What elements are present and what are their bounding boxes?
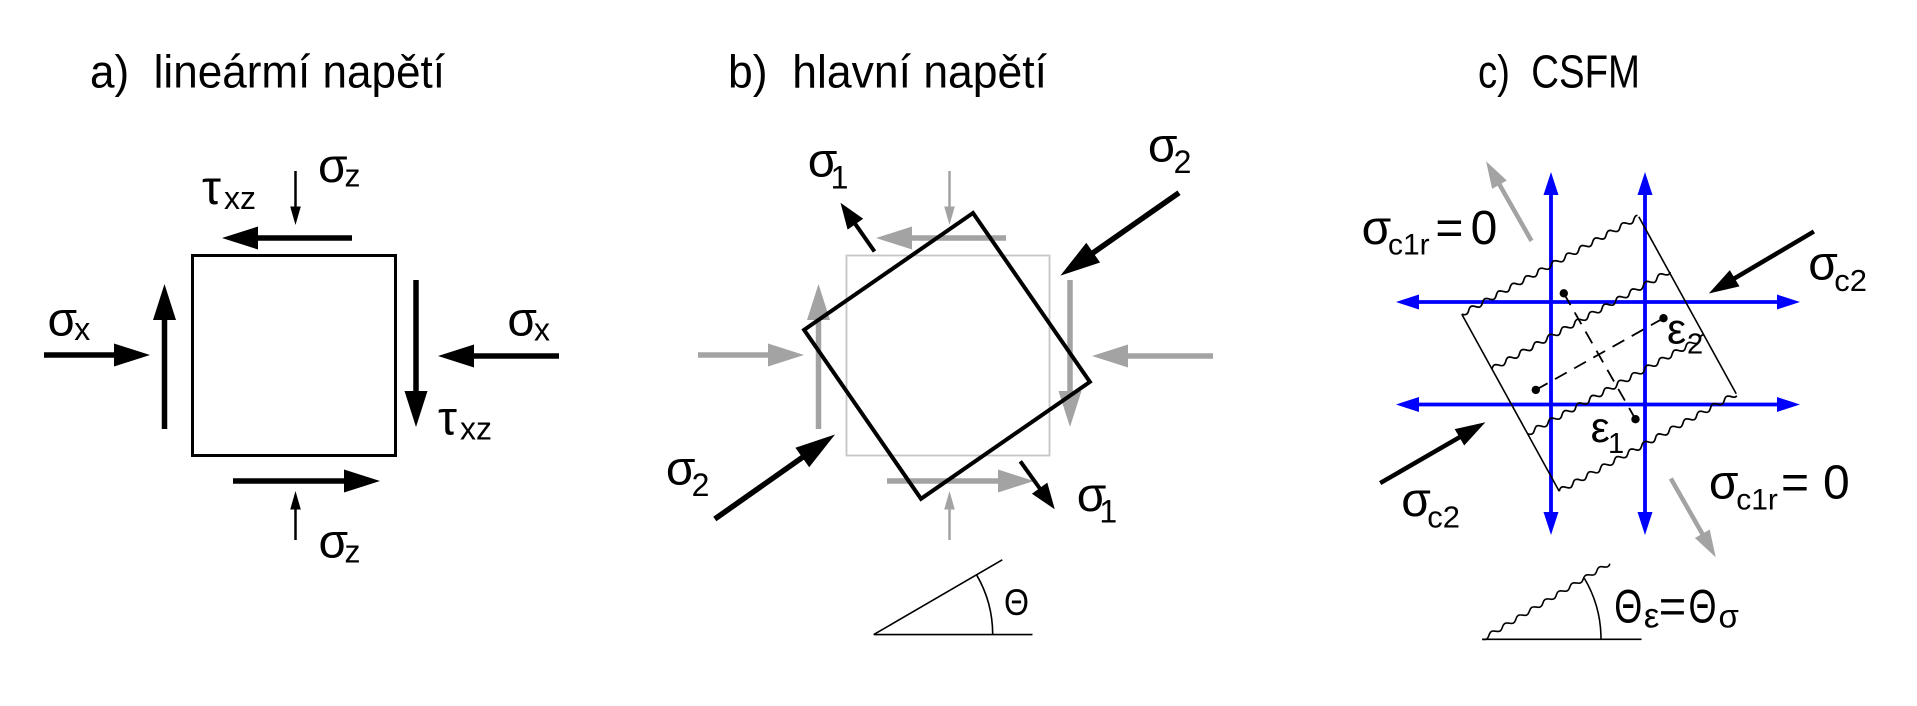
svg-text:z: z [345, 158, 361, 194]
svg-text:0: 0 [1471, 202, 1498, 255]
svg-text:σ: σ [319, 516, 349, 569]
svg-text:σ: σ [1719, 597, 1739, 634]
svg-text:xz: xz [224, 180, 256, 216]
svg-text:z: z [345, 534, 361, 570]
svg-text:a) lineármí napětí: a) lineármí napětí [90, 46, 445, 98]
svg-text:ε: ε [1667, 305, 1686, 353]
svg-text:σ: σ [666, 442, 696, 495]
svg-text:c1r: c1r [1388, 229, 1430, 262]
svg-text:=: = [1435, 202, 1463, 255]
svg-text:b) hlavní napětí: b) hlavní napětí [728, 46, 1047, 98]
svg-text:2: 2 [1174, 144, 1192, 180]
svg-text:xz: xz [460, 410, 492, 446]
svg-text:σ: σ [808, 135, 838, 188]
svg-text:σ: σ [1148, 120, 1178, 173]
svg-text:1: 1 [1099, 494, 1117, 530]
svg-text:x: x [534, 312, 550, 348]
svg-text:σ: σ [1808, 238, 1838, 291]
svg-text:c) CSFM: c) CSFM [1478, 46, 1640, 98]
svg-text:x: x [74, 311, 90, 347]
svg-text:τ: τ [438, 393, 457, 446]
svg-text:c2: c2 [1834, 263, 1867, 298]
svg-text:σ: σ [507, 294, 537, 347]
svg-text:σ: σ [318, 140, 348, 193]
svg-text:2: 2 [1687, 329, 1703, 361]
svg-text:σ: σ [48, 293, 78, 346]
svg-text:=: = [1659, 580, 1686, 633]
svg-text:Θ: Θ [1004, 582, 1029, 623]
svg-text:ε: ε [1644, 596, 1660, 635]
svg-text:σ: σ [1362, 202, 1392, 255]
svg-text:σ: σ [1401, 474, 1431, 527]
svg-text:ε: ε [1591, 404, 1610, 452]
svg-text:σ: σ [1077, 469, 1107, 522]
svg-text:Θ: Θ [1689, 580, 1717, 633]
svg-text:τ: τ [202, 162, 221, 215]
svg-text:σ: σ [1709, 456, 1739, 509]
svg-text:c2: c2 [1427, 499, 1460, 534]
svg-text:Θ: Θ [1614, 580, 1642, 633]
svg-text:c1r: c1r [1736, 483, 1778, 516]
svg-text:=: = [1781, 456, 1809, 509]
svg-text:0: 0 [1823, 456, 1850, 509]
svg-text:1: 1 [831, 160, 849, 196]
svg-text:1: 1 [1608, 428, 1624, 460]
svg-text:2: 2 [692, 467, 710, 503]
